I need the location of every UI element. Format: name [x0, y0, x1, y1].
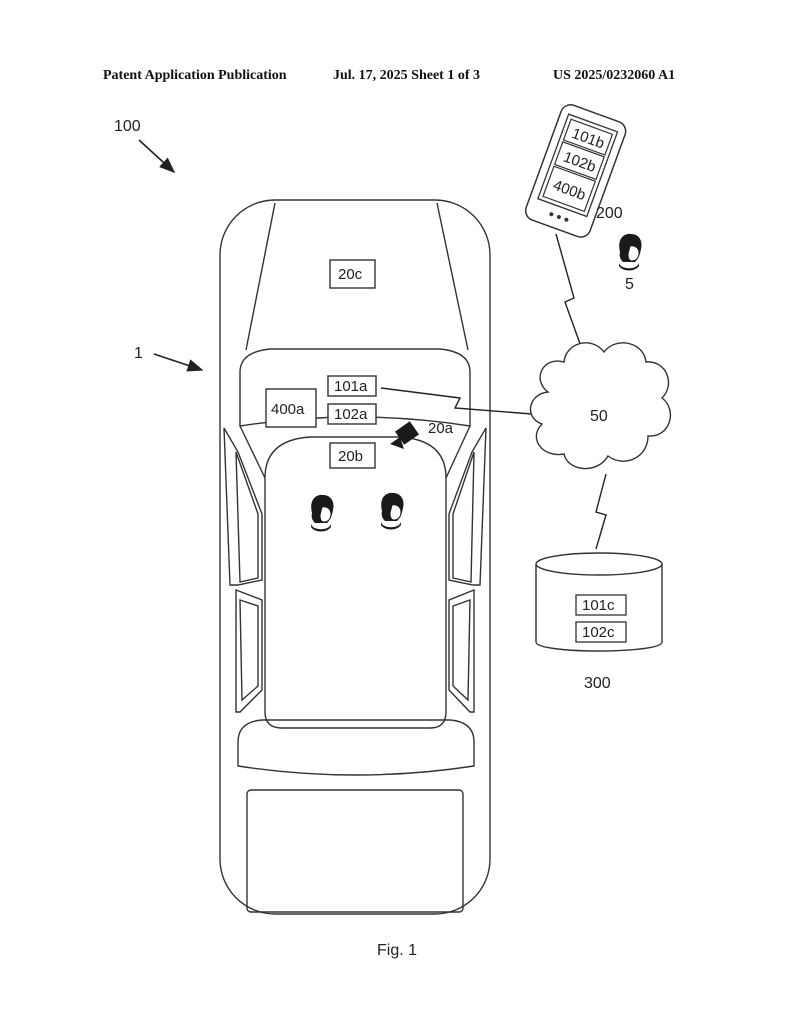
- pillar-front-left: [239, 425, 266, 479]
- figure-caption: Fig. 1: [376, 942, 417, 959]
- arrow-system: [138, 139, 176, 174]
- label-system: 100: [114, 118, 141, 135]
- database-server: [535, 552, 663, 652]
- page-header: Patent Application Publication Jul. 17, …: [0, 68, 794, 88]
- box-400b: [542, 165, 597, 213]
- car-body: [219, 199, 491, 915]
- box-102a: [327, 403, 377, 425]
- label-400a: 400a: [271, 401, 305, 418]
- label-20a: 20a: [428, 420, 454, 437]
- window-rear-right: [448, 588, 475, 713]
- hood-line-right: [436, 202, 469, 351]
- publication-number: US 2025/0232060 A1: [553, 68, 676, 83]
- trunk: [246, 789, 464, 913]
- box-101a: [327, 375, 377, 397]
- publication-date-sheet: Jul. 17, 2025 Sheet 1 of 3: [333, 68, 480, 83]
- box-20b: [329, 442, 376, 469]
- box-101c: [575, 594, 627, 616]
- cloud-network: [530, 342, 672, 470]
- window-front-right-inner: [452, 451, 475, 583]
- rear-window: [237, 719, 475, 776]
- publication-type: Patent Application Publication: [103, 68, 287, 83]
- box-400a: [265, 388, 317, 428]
- label-user: 5: [625, 276, 634, 293]
- wireless-link-vehicle-cloud: [380, 387, 533, 415]
- label-101a: 101a: [334, 378, 368, 395]
- label-vehicle: 1: [134, 345, 143, 362]
- window-rear-left-inner: [239, 599, 259, 702]
- window-front-left: [223, 427, 263, 586]
- occupant-icon: [380, 492, 405, 530]
- label-20b: 20b: [338, 448, 363, 465]
- pillar-front-right: [445, 425, 471, 479]
- cabin-roof: [264, 436, 447, 729]
- box-102b: [553, 141, 605, 181]
- label-102c: 102c: [582, 624, 615, 641]
- label-server: 300: [584, 675, 611, 692]
- label-phone: 200: [596, 205, 623, 222]
- window-front-left-inner: [235, 451, 259, 583]
- hood-line-left: [245, 202, 276, 351]
- occupant-icon: [310, 494, 335, 532]
- user-icon: [618, 233, 643, 271]
- smartphone: 101b 102b 400b: [524, 104, 627, 238]
- box-101b: [562, 118, 614, 156]
- wireless-link-cloud-server: [595, 473, 607, 550]
- window-rear-right-inner: [452, 599, 471, 702]
- label-102a: 102a: [334, 406, 368, 423]
- vehicle: [219, 199, 491, 915]
- wireless-link-phone-cloud: [555, 233, 589, 367]
- window-rear-left: [235, 588, 263, 713]
- box-20c: [329, 259, 376, 289]
- arrow-vehicle: [153, 353, 204, 372]
- window-front-right: [448, 427, 487, 586]
- camera-icon: [390, 421, 419, 449]
- label-101c: 101c: [582, 597, 615, 614]
- box-102c: [575, 621, 627, 643]
- label-20c: 20c: [338, 266, 363, 283]
- label-cloud: 50: [590, 408, 608, 425]
